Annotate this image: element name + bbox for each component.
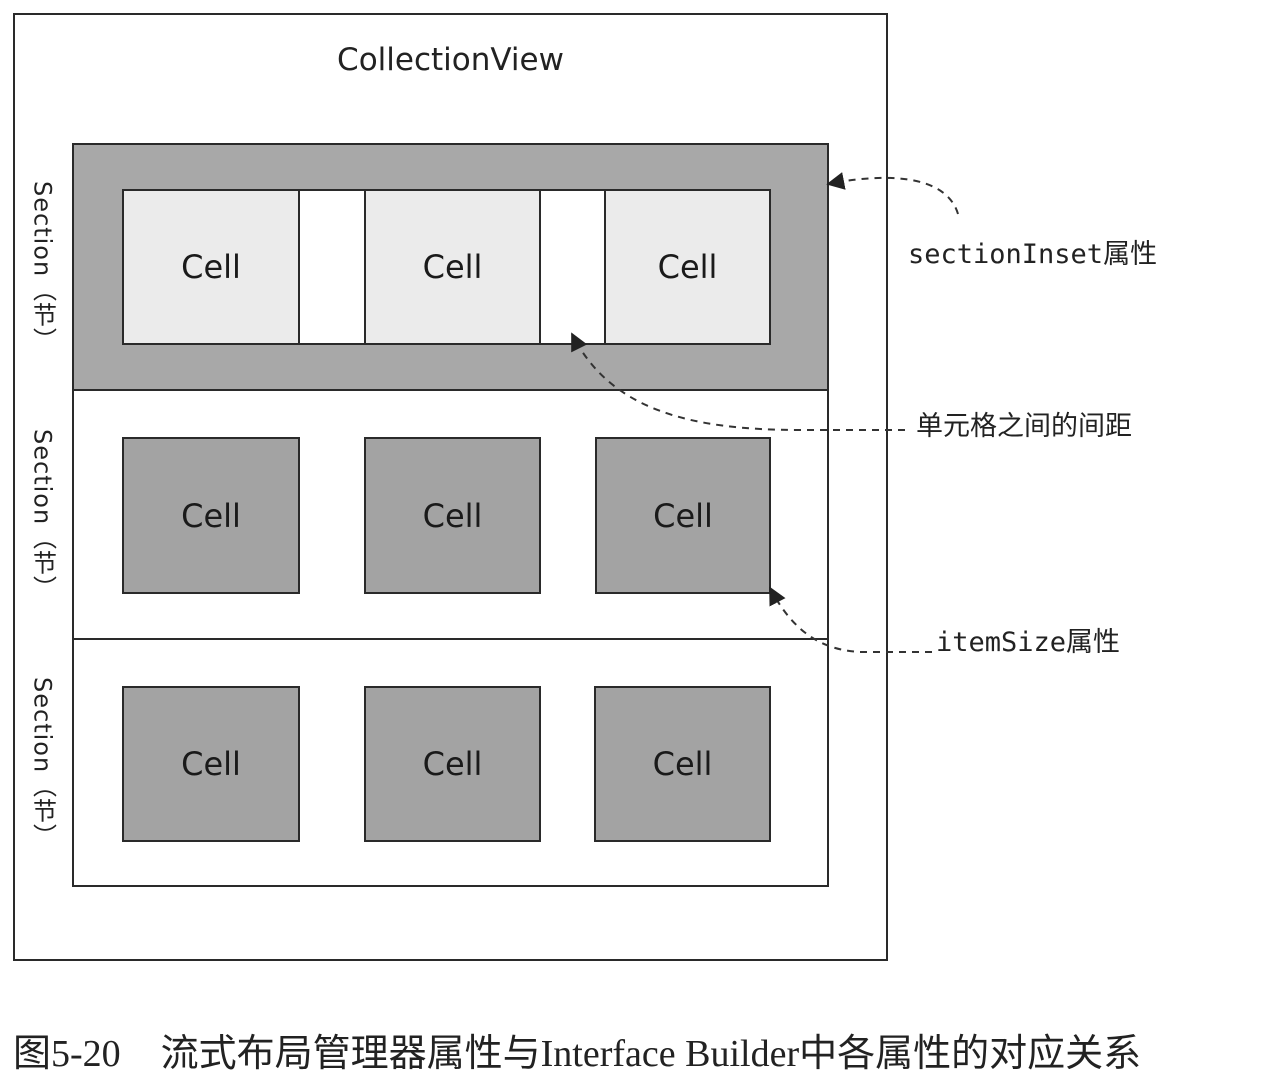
section-inset-suffix: 属性 <box>1103 239 1158 270</box>
collection-view-frame <box>13 13 888 961</box>
section-inset-code: sectionInset <box>908 239 1104 270</box>
collection-view-title: CollectionView <box>337 42 564 78</box>
figure-caption: 图5-20 流式布局管理器属性与Interface Builder中各属性的对应关… <box>13 1022 1141 1077</box>
cell-spacing-label: 单元格之间的间距 <box>916 411 1132 442</box>
section-2-cell-3: Cell <box>595 437 771 594</box>
item-size-suffix: 属性 <box>1066 627 1121 658</box>
section-2-cell-2: Cell <box>364 437 541 594</box>
item-size-label: itemSize属性 <box>936 620 1120 659</box>
figure-caption-text: 流式布局管理器属性与Interface Builder中各属性的对应关系 <box>160 1033 1142 1075</box>
section-3-cell-1: Cell <box>122 686 300 842</box>
section-1-cell-3: Cell <box>604 189 771 345</box>
section-1-label: Section（节） <box>28 181 57 353</box>
section-3-cell-3: Cell <box>594 686 771 842</box>
section-2-cell-1: Cell <box>122 437 300 594</box>
spacing-arrow <box>571 332 905 431</box>
section-3-label: Section（节） <box>28 676 57 849</box>
section-1-cell-2: Cell <box>364 189 541 345</box>
section-2-label: Section（节） <box>28 428 57 601</box>
section-3-cell-2: Cell <box>364 686 541 842</box>
section-1-cell-1: Cell <box>122 189 300 345</box>
section-inset-arrow <box>826 172 959 215</box>
figure-number: 图5-20 <box>13 1033 121 1075</box>
item-size-code: itemSize <box>936 627 1067 658</box>
section-inset-label: sectionInset属性 <box>908 232 1157 271</box>
item-size-arrow <box>769 586 932 653</box>
